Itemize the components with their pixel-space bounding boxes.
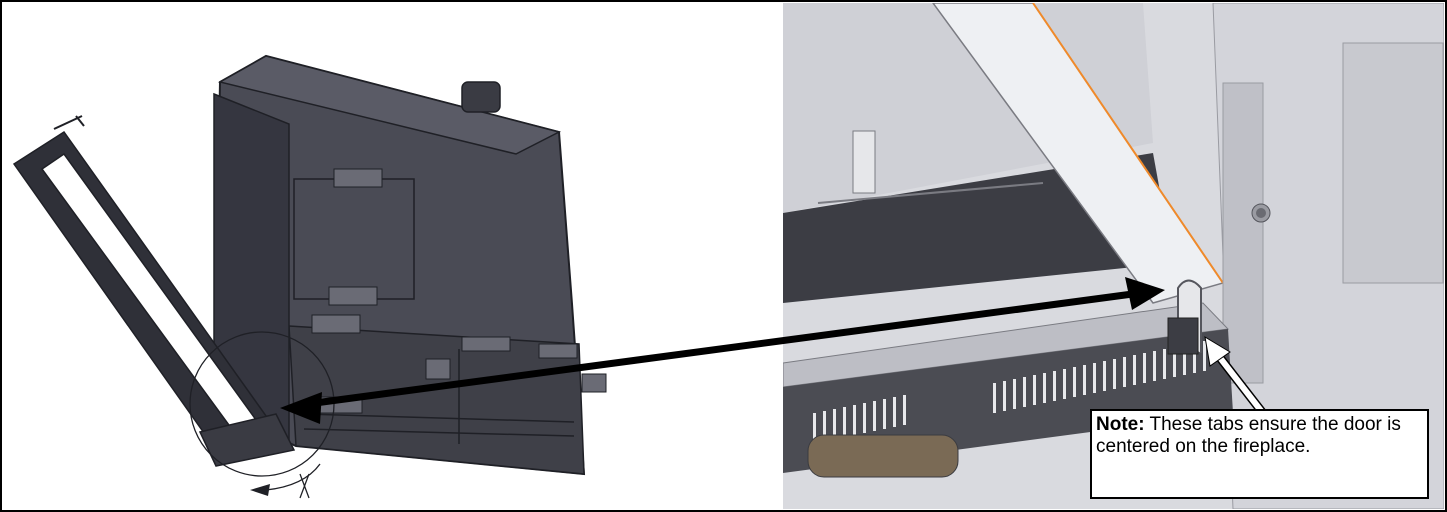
bracket bbox=[581, 373, 607, 393]
note-label: Note: bbox=[1096, 414, 1145, 435]
note-text: These tabs ensure the door is centered o… bbox=[1096, 414, 1401, 457]
door-edge-accent bbox=[1032, 3, 1224, 284]
detail-callout-arrow bbox=[265, 463, 321, 491]
bracket bbox=[538, 343, 578, 359]
unit-top bbox=[217, 55, 562, 155]
grille-cover bbox=[807, 434, 959, 478]
fireplace-unit-drawing bbox=[12, 54, 607, 499]
bracket bbox=[425, 358, 451, 380]
bracket bbox=[313, 396, 363, 414]
bracket bbox=[461, 336, 511, 352]
unit-flue bbox=[461, 81, 501, 113]
bracket bbox=[328, 286, 378, 306]
bracket bbox=[311, 314, 361, 334]
bracket bbox=[333, 168, 383, 188]
note-callout: Note: These tabs ensure the door is cent… bbox=[1090, 409, 1429, 499]
rod bbox=[852, 130, 876, 194]
